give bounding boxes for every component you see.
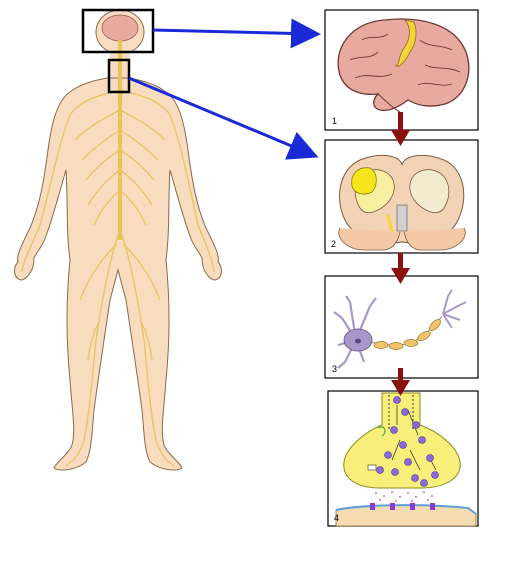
arrow-brain-to-spinal [391,112,410,146]
spinal-tract-highlight [351,167,377,195]
human-body-figure [14,9,222,471]
red-arrows [391,112,410,396]
motor-cortex-highlight [395,19,417,67]
panel-number-1: 1 [332,116,337,126]
panel-spinal-cord: 2 [324,139,479,254]
arrow-to-spinal-cord [128,76,319,160]
arrow-spinal-to-neuron [391,253,410,284]
arrow-to-brain [152,18,321,49]
panel-number-2: 2 [331,239,336,249]
spine-highlight-box [107,58,131,94]
figure-brain [101,14,139,42]
panel-brain: 1 [324,9,479,131]
panel-synapse: 4 [327,390,479,527]
arrow-neuron-to-synapse [391,368,410,396]
panel-neuron: 3 [324,275,479,379]
panel-number-3: 3 [332,364,337,374]
panel-number-4: 4 [334,513,339,523]
